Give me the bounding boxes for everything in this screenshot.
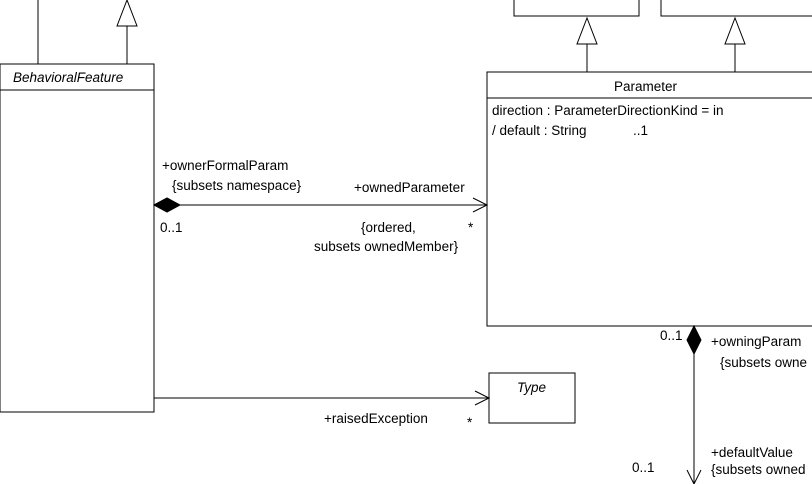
attribute-default: / default : String (492, 123, 587, 138)
class-name: Parameter (614, 79, 678, 94)
constraint-subsets-owned-member: subsets ownedMember} (314, 239, 459, 254)
association-raised-exception[interactable]: +raisedException * (154, 390, 491, 430)
generalization-arrowhead-icon (116, 0, 138, 27)
superclass-box-2[interactable] (660, 0, 812, 17)
multiplicity-target: * (468, 220, 474, 235)
multiplicity-target: 0..1 (632, 460, 655, 475)
constraint-subsets-owned-element: {subsets owned (711, 462, 806, 477)
role-owner-formal-param: +ownerFormalParam (162, 158, 288, 173)
composition-diamond-icon (152, 197, 182, 213)
multiplicity-target: * (467, 415, 473, 430)
role-raised-exception: +raisedException (324, 411, 428, 426)
generalization-arrowhead-icon (724, 16, 746, 45)
association-default-value[interactable]: 0..1 +owningParam {subsets owne +default… (632, 324, 807, 484)
class-name: BehavioralFeature (13, 70, 123, 85)
class-type[interactable]: Type (488, 372, 576, 424)
attribute-direction: direction : ParameterDirectionKind = in (492, 103, 723, 118)
attribute-default-multiplicity: ..1 (633, 123, 648, 138)
class-parameter[interactable]: Parameter direction : ParameterDirection… (486, 71, 812, 327)
role-owned-parameter: +ownedParameter (354, 180, 465, 195)
class-behavioral-feature[interactable]: BehavioralFeature (0, 63, 155, 413)
multiplicity-source: 0..1 (160, 220, 183, 235)
navigable-arrow-icon (686, 469, 702, 484)
generalization-arrowhead-icon (576, 16, 598, 45)
multiplicity-owner: 0..1 (660, 328, 683, 343)
navigable-arrow-icon (472, 197, 489, 213)
superclass-box-1[interactable] (513, 0, 640, 17)
role-default-value: +defaultValue (711, 445, 793, 460)
role-owning-param: +owningParam (711, 334, 801, 349)
navigable-arrow-icon (474, 390, 491, 406)
constraint-ordered: {ordered, (361, 220, 416, 235)
constraint-subsets-namespace: {subsets namespace} (172, 178, 302, 193)
class-name: Type (517, 380, 546, 395)
composition-diamond-icon (686, 324, 702, 356)
constraint-subsets-owner: {subsets owne (720, 355, 807, 370)
association-owned-parameter[interactable]: +ownerFormalParam {subsets namespace} 0.… (152, 158, 489, 254)
